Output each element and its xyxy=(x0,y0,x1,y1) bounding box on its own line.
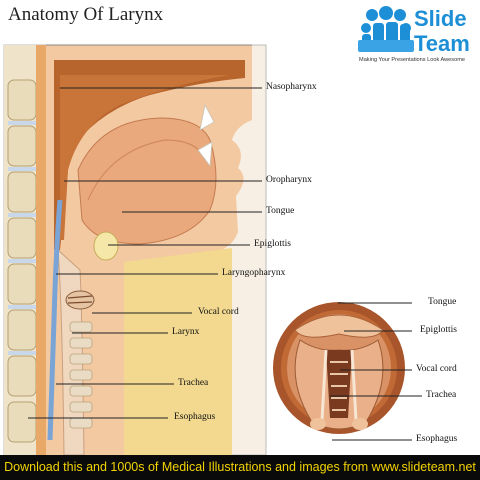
label-laryngopharynx: Laryngopharynx xyxy=(222,268,286,278)
logo-word-team: Team xyxy=(414,31,470,56)
people-logo-icon xyxy=(358,6,414,52)
slideteam-logo: Slide Team Making Your Presentations Loo… xyxy=(348,4,476,66)
top-label-vocal-cord: Vocal cord xyxy=(416,364,457,374)
top-label-trachea: Trachea xyxy=(426,390,457,400)
logo-tagline: Making Your Presentations Look Awesome xyxy=(359,57,465,63)
slide-title: Anatomy Of Larynx xyxy=(8,4,164,25)
label-epiglottis: Epiglottis xyxy=(254,239,291,249)
top-view-larynx xyxy=(273,302,405,434)
top-label-tongue: Tongue xyxy=(428,297,457,307)
label-vocal-cord: Vocal cord xyxy=(198,307,239,317)
label-larynx: Larynx xyxy=(172,327,200,337)
sagittal-leader-lines xyxy=(28,87,262,419)
logo-word-slide: Slide xyxy=(414,6,467,31)
label-nasopharynx: Nasopharynx xyxy=(266,82,317,92)
sagittal-view xyxy=(3,44,267,456)
top-label-epiglottis: Epiglottis xyxy=(420,325,457,335)
footer-banner[interactable]: Download this and 1000s of Medical Illus… xyxy=(0,455,480,480)
label-trachea: Trachea xyxy=(178,378,209,388)
top-view-leader-lines xyxy=(330,302,422,441)
label-oropharynx: Oropharynx xyxy=(266,175,312,185)
label-tongue: Tongue xyxy=(266,206,295,216)
top-label-esophagus: Esophagus xyxy=(416,434,458,444)
label-esophagus: Esophagus xyxy=(174,412,216,422)
